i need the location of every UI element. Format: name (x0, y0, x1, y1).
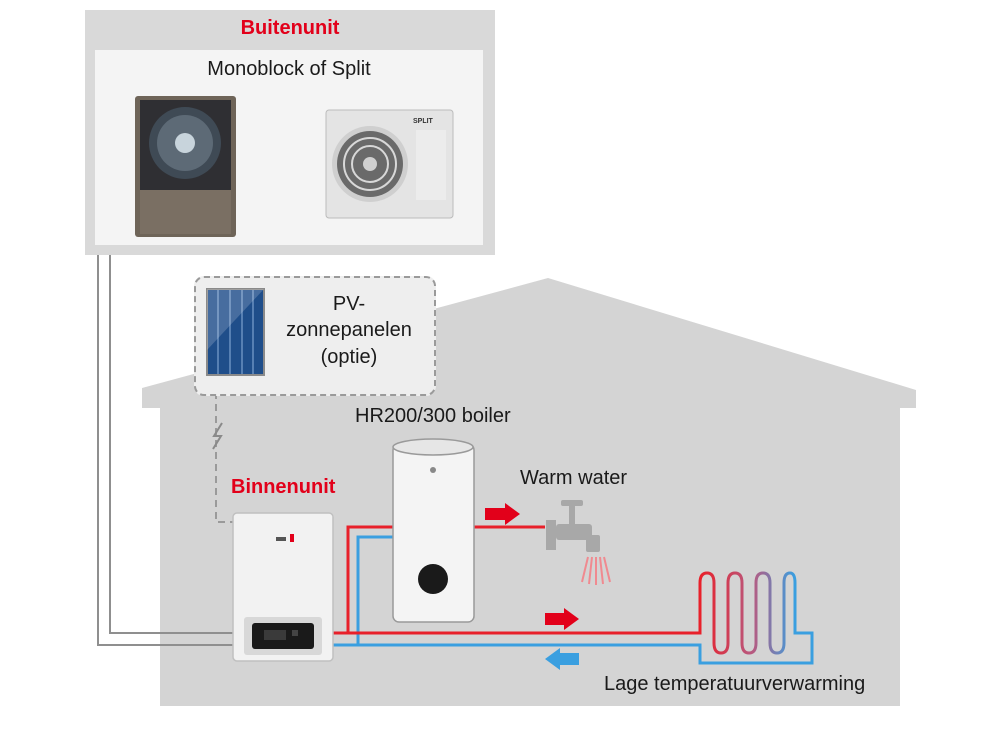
water-spray-icon (581, 556, 611, 585)
pv-label-line1: PV- (332, 293, 366, 315)
tap-icon (546, 500, 600, 552)
monoblock-unit (135, 96, 236, 237)
return-arrow-icon (545, 648, 579, 670)
heating-label: Lage temperatuurverwarming (604, 673, 866, 695)
solar-panel-icon (206, 288, 265, 376)
floor-heating-coil (698, 571, 797, 655)
split-unit (325, 109, 454, 219)
pv-label-line2: zonnepanelen (286, 319, 412, 341)
outdoor-connection-lines (97, 255, 235, 646)
boiler-label: HR200/300 boiler (355, 405, 511, 427)
split-brand-label: SPLIT (413, 118, 433, 125)
boiler-cylinder (392, 438, 475, 623)
supply-arrow-icon (545, 608, 579, 630)
lightning-icon (212, 422, 223, 450)
pv-label-line3: (optie) (320, 346, 378, 368)
pipes (333, 525, 814, 665)
indoor-unit-title: Binnenunit (231, 476, 336, 498)
indoor-unit (232, 512, 334, 662)
outdoor-unit-title: Buitenunit (240, 17, 340, 39)
warm-water-label: Warm water (520, 467, 628, 489)
outdoor-unit-subtitle: Monoblock of Split (207, 58, 371, 80)
warm-water-arrow-icon (485, 503, 520, 525)
